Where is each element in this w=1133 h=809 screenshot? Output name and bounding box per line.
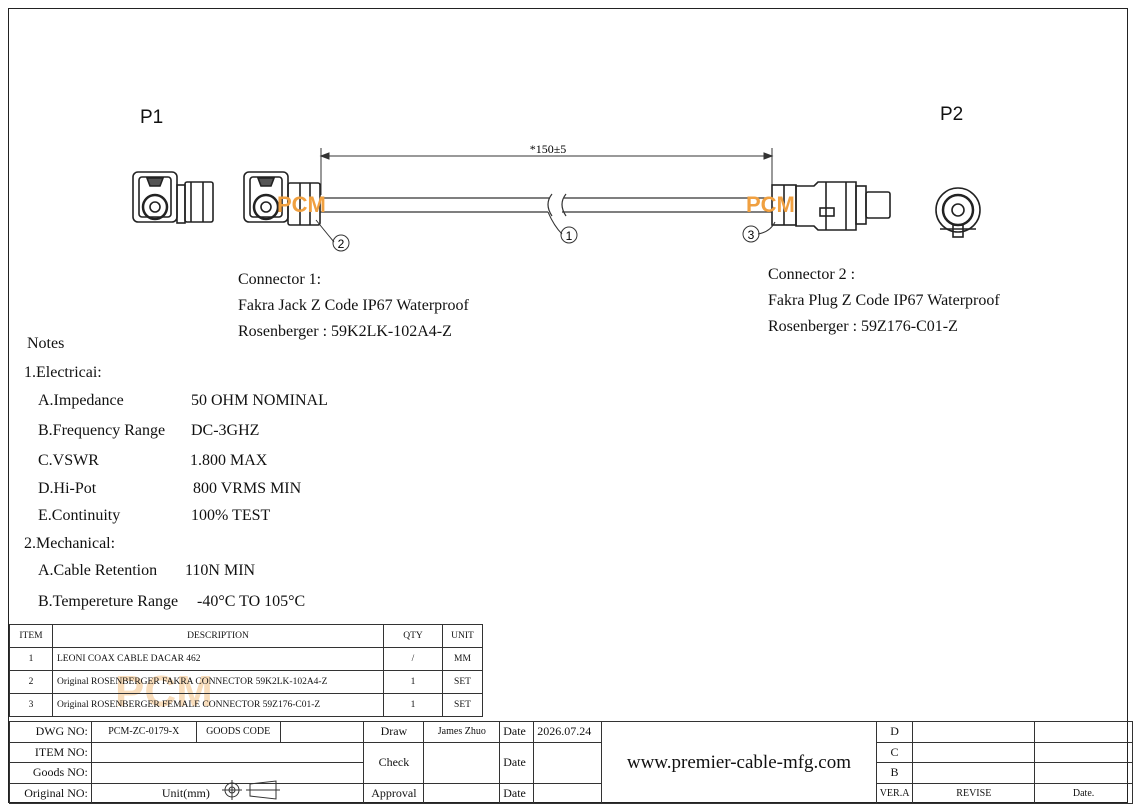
bom-qty: 1 (383, 693, 443, 717)
bom-item: 2 (9, 670, 53, 694)
bom-header-description: DESCRIPTION (52, 624, 384, 648)
notes-heading: Notes (27, 335, 65, 352)
balloon-3: 3 (748, 228, 755, 242)
rev-date-cell (1034, 721, 1133, 743)
unit-label: Unit(mm) (161, 785, 210, 800)
cable-line (320, 193, 772, 217)
rev-cell (912, 721, 1036, 743)
spec-value: 50 OHM NOMINAL (191, 392, 328, 409)
table-row: 1 LEONI COAX CABLE DACAR 462 / MM (9, 647, 483, 671)
title-block: DWG NO: PCM-ZC-0179-X GOODS CODE Draw Ja… (9, 721, 1133, 804)
date-value: 2026.07.24 (533, 721, 603, 743)
bom-description: Original ROSENBERGER FEMALE CONNECTOR 59… (52, 693, 384, 717)
table-row: 2 Original ROSENBERGER FAKRA CONNECTOR 5… (9, 670, 483, 694)
mechanical-heading: 2.Mechanical: (24, 535, 116, 552)
rev-cell (912, 762, 1036, 784)
p2-front-view (935, 187, 981, 238)
spec-value: DC-3GHZ (191, 422, 260, 439)
spec-name: A.Cable Retention (38, 562, 158, 579)
item-no-label: ITEM NO: (9, 741, 92, 763)
bom-header-qty: QTY (383, 624, 443, 648)
rev-row-label: B (875, 762, 914, 784)
balloon-1: 1 (566, 229, 573, 243)
spec-value: 1.800 MAX (190, 452, 268, 469)
connector1-info: Connector 1: Fakra Jack Z Code IP67 Wate… (238, 267, 469, 345)
approval-value (423, 782, 501, 804)
unit-cell: Unit(mm) (90, 782, 365, 804)
date-label: Date (499, 741, 535, 784)
connector2-part: Rosenberger : 59Z176-C01-Z (768, 318, 958, 335)
connector2-title: Connector 2 : (768, 266, 856, 283)
connector2-info: Connector 2 : Fakra Plug Z Code IP67 Wat… (768, 262, 1000, 340)
p1-front-view (132, 171, 214, 224)
date-value (533, 782, 603, 804)
electrical-heading: 1.Electricai: (24, 364, 102, 381)
bom-unit: SET (442, 670, 483, 694)
bom-qty: 1 (383, 670, 443, 694)
date-label: Date (499, 721, 535, 743)
spec-name: C.VSWR (38, 452, 99, 469)
dimension-label: *150±5 (530, 142, 567, 156)
watermark-1: PCM (277, 192, 326, 217)
bom-header-unit: UNIT (442, 624, 483, 648)
spec-name: D.Hi-Pot (38, 480, 97, 497)
bom-unit: MM (442, 647, 483, 671)
draw-value: James Zhuo (423, 721, 501, 743)
spec-name: B.Tempereture Range (38, 593, 179, 610)
bom-item: 3 (9, 693, 53, 717)
bom-unit: SET (442, 693, 483, 717)
connector1-part: Rosenberger : 59K2LK-102A4-Z (238, 323, 452, 340)
rev-row-label: C (875, 741, 914, 763)
revise-label: REVISE (912, 782, 1036, 804)
bom-description: LEONI COAX CABLE DACAR 462 (52, 647, 384, 671)
connector1-desc: Fakra Jack Z Code IP67 Waterproof (238, 297, 469, 314)
spec-name: B.Frequency Range (38, 422, 166, 439)
date2-label: Date. (1034, 782, 1133, 804)
bom-qty: / (383, 647, 443, 671)
rev-date-cell (1034, 762, 1133, 784)
original-no-label: Original NO: (9, 782, 92, 804)
watermark-2: PCM (746, 192, 795, 217)
dwg-no-value: PCM-ZC-0179-X (90, 721, 197, 743)
p2-label: P2 (940, 104, 964, 125)
check-value (423, 741, 501, 784)
connector2-desc: Fakra Plug Z Code IP67 Waterproof (768, 292, 1000, 309)
spec-name: A.Impedance (38, 392, 124, 409)
goods-code-label: GOODS CODE (195, 721, 281, 743)
rev-cell (912, 741, 1036, 763)
bom-header-item: ITEM (9, 624, 53, 648)
balloon-2: 2 (338, 237, 345, 251)
date-value (533, 741, 603, 784)
date-label: Date (499, 782, 535, 804)
item-no-value (90, 741, 365, 763)
bom-table: ITEM DESCRIPTION QTY UNIT 1 LEONI COAX C… (9, 624, 483, 717)
spec-value: 110N MIN (185, 562, 256, 579)
spec-value: 800 VRMS MIN (193, 480, 302, 497)
rev-date-cell (1034, 741, 1133, 763)
rev-row-label: D (875, 721, 914, 743)
draw-label: Draw (363, 721, 425, 743)
bom-item: 1 (9, 647, 53, 671)
spec-value: 100% TEST (191, 507, 271, 524)
spec-name: E.Continuity (38, 507, 121, 524)
connector2-view (771, 181, 891, 231)
goods-no-value (90, 762, 365, 784)
connector1-view (243, 171, 321, 226)
balloon-leaders (315, 211, 776, 252)
table-row: 3 Original ROSENBERGER FEMALE CONNECTOR … (9, 693, 483, 717)
goods-no-label: Goods NO: (9, 762, 92, 784)
connector1-title: Connector 1: (238, 271, 322, 288)
website: www.premier-cable-mfg.com (601, 721, 877, 804)
check-label: Check (363, 741, 425, 784)
ver-label: VER.A (875, 782, 914, 804)
dwg-no-label: DWG NO: (9, 721, 92, 743)
spec-value: -40°C TO 105°C (197, 593, 306, 610)
p1-label: P1 (140, 107, 164, 128)
goods-code-value (279, 721, 365, 743)
bom-header-row: ITEM DESCRIPTION QTY UNIT (9, 624, 483, 648)
approval-label: Approval (363, 782, 425, 804)
bom-description: Original ROSENBERGER FAKRA CONNECTOR 59K… (52, 670, 384, 694)
